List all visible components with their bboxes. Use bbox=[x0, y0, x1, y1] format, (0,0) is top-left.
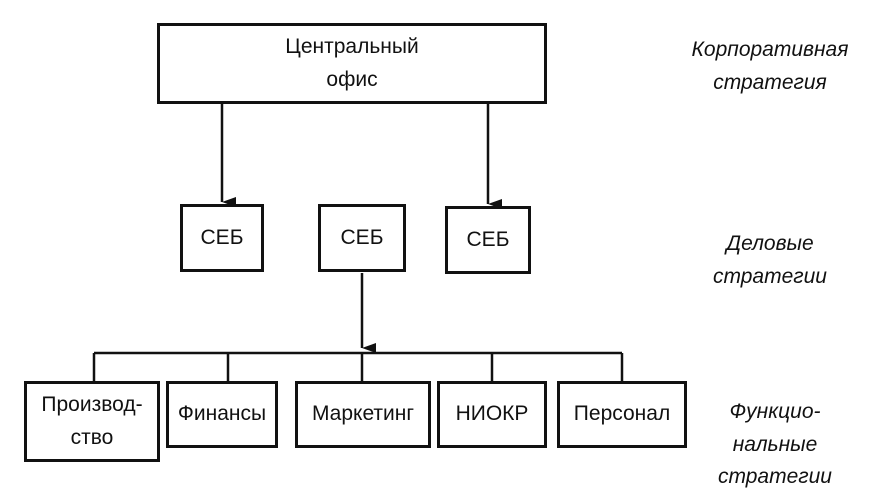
seb-label-1: СЕБ bbox=[200, 225, 244, 249]
level-label-business: Деловые стратегии bbox=[712, 232, 827, 288]
function-box-marketing: Маркетинг bbox=[295, 381, 431, 448]
central-office-box: Центральный офис bbox=[157, 23, 547, 104]
seb-box-3: СЕБ bbox=[445, 206, 531, 274]
function-label-production: Производ- ство bbox=[41, 392, 143, 449]
function-box-production: Производ- ство bbox=[24, 381, 160, 462]
seb-label-2: СЕБ bbox=[340, 225, 384, 249]
level-label-functional: Функцио- нальные стратегии bbox=[717, 400, 832, 489]
seb-box-2: СЕБ bbox=[318, 204, 406, 272]
function-label-rnd: НИОКР bbox=[455, 402, 529, 426]
seb-box-1: СЕБ bbox=[180, 204, 264, 272]
central-office-label: Центральный офис bbox=[285, 34, 419, 91]
seb-label-3: СЕБ bbox=[466, 227, 510, 251]
function-box-finance: Финансы bbox=[166, 381, 278, 448]
function-label-marketing: Маркетинг bbox=[311, 402, 415, 426]
function-box-personnel: Персонал bbox=[557, 381, 687, 448]
function-box-rnd: НИОКР bbox=[437, 381, 547, 448]
level-label-corporate: Корпоративная стратегия bbox=[691, 38, 849, 94]
function-label-personnel: Персонал bbox=[573, 402, 671, 426]
function-label-finance: Финансы bbox=[177, 402, 267, 426]
